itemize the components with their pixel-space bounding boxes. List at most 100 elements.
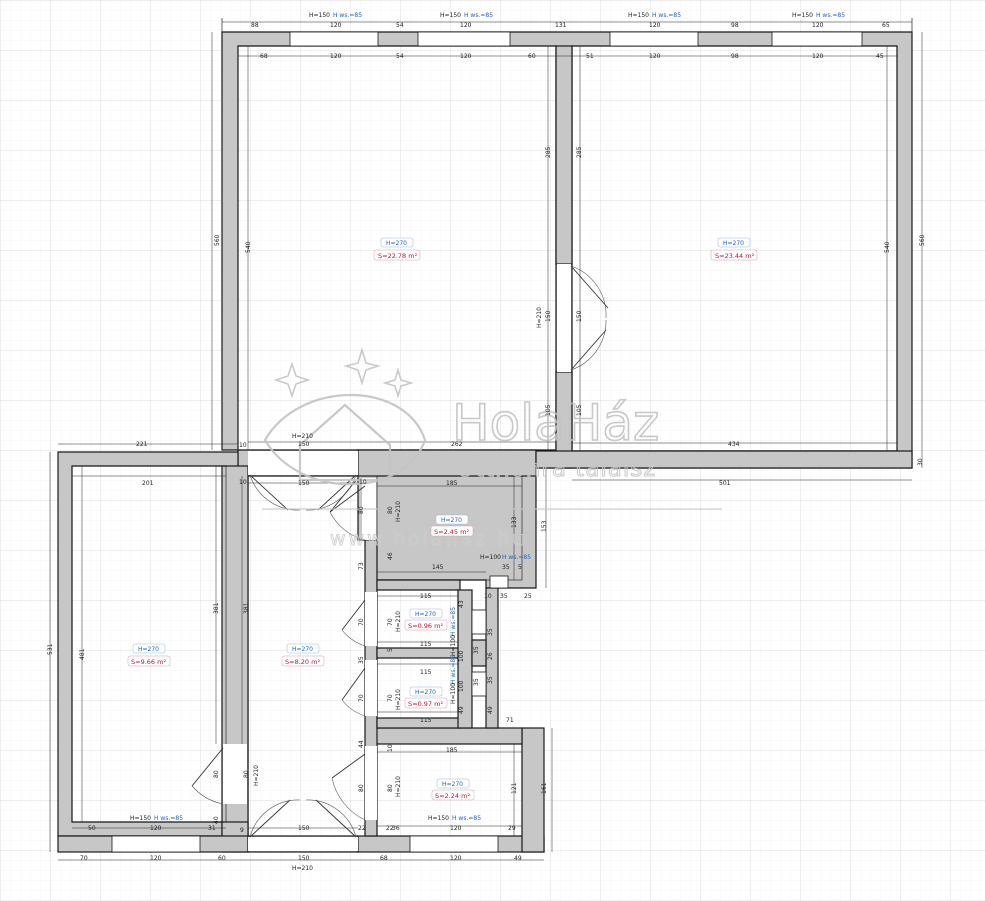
svg-text:80: 80 — [387, 784, 394, 792]
svg-text:30: 30 — [917, 458, 924, 466]
svg-text:131: 131 — [555, 22, 567, 29]
svg-text:70: 70 — [358, 694, 365, 702]
svg-text:120: 120 — [812, 22, 824, 29]
window-top-1 — [289, 31, 379, 47]
svg-text:31: 31 — [208, 825, 216, 832]
svg-text:50: 50 — [88, 825, 96, 832]
window-7-sill: H ws.=85 — [502, 554, 531, 561]
svg-text:133: 133 — [511, 516, 518, 528]
room-labels: H=270 S=22.78 m² H=270 S=23.44 m² H=270 … — [127, 237, 758, 801]
svg-text:120: 120 — [450, 825, 462, 832]
svg-text:35: 35 — [502, 564, 510, 571]
svg-text:100: 100 — [458, 680, 465, 692]
svg-text:22: 22 — [358, 825, 366, 832]
svg-text:54: 54 — [396, 22, 404, 29]
svg-text:120: 120 — [460, 53, 472, 60]
windows — [111, 31, 863, 853]
svg-text:80: 80 — [358, 784, 365, 792]
svg-text:43: 43 — [458, 600, 465, 608]
svg-text:185: 185 — [446, 747, 458, 754]
watermark-tagline: Otthonra találsz — [456, 456, 656, 482]
door-entrance — [248, 837, 358, 851]
svg-text:65: 65 — [882, 22, 890, 29]
watermark-star-icon — [273, 347, 414, 399]
partition-wall-upper — [555, 45, 573, 265]
room-6-area: S=0.96 m² — [408, 622, 443, 630]
svg-text:560: 560 — [214, 234, 221, 246]
window-5-sill: H ws.=85 — [154, 815, 183, 822]
svg-text:26: 26 — [487, 652, 494, 660]
svg-text:150: 150 — [298, 855, 310, 862]
svg-text:73: 73 — [358, 562, 365, 570]
room6-top-wall — [376, 579, 461, 591]
svg-text:5: 5 — [387, 648, 394, 652]
svg-text:10: 10 — [359, 479, 367, 486]
svg-text:150: 150 — [298, 825, 310, 832]
svg-text:540: 540 — [884, 241, 891, 253]
room-6-height: H=270 — [415, 611, 436, 618]
svg-text:150: 150 — [545, 310, 552, 322]
room-4-height: H=270 — [292, 646, 313, 653]
svg-text:115: 115 — [420, 717, 432, 724]
window-small-2 — [471, 609, 487, 635]
svg-text:105: 105 — [545, 404, 552, 416]
svg-text:98: 98 — [731, 53, 739, 60]
window-small-3 — [471, 671, 487, 697]
window-top-3 — [609, 31, 699, 47]
svg-text:221: 221 — [136, 441, 148, 448]
room-7-height: H=270 — [415, 689, 436, 696]
window-8-sill: H ws.=85 — [450, 607, 457, 636]
window-8-height: H=100 — [450, 635, 457, 656]
room-3-height: H=270 — [138, 646, 159, 653]
door-room1-hall — [248, 451, 358, 475]
door-room7 — [365, 660, 377, 716]
svg-text:46: 46 — [387, 552, 394, 560]
doors — [191, 264, 609, 851]
svg-text:49: 49 — [487, 706, 494, 714]
svg-text:35: 35 — [358, 656, 365, 664]
svg-text:115: 115 — [420, 593, 432, 600]
watermark-logo-icon — [263, 393, 427, 486]
svg-text:22: 22 — [386, 825, 394, 832]
svg-text:80: 80 — [243, 770, 250, 778]
svg-text:70: 70 — [80, 855, 88, 862]
door-room8 — [365, 746, 377, 820]
svg-text:185: 185 — [446, 480, 458, 487]
svg-text:60: 60 — [218, 855, 226, 862]
svg-text:150: 150 — [576, 310, 583, 322]
svg-text:45: 45 — [876, 53, 884, 60]
window-9-sill: H ws.=85 — [450, 655, 457, 684]
window-2-height: H=150 — [440, 12, 461, 19]
svg-text:25: 25 — [524, 593, 532, 600]
svg-text:161: 161 — [541, 782, 548, 794]
svg-text:35: 35 — [473, 646, 480, 654]
svg-text:29: 29 — [508, 825, 516, 832]
svg-text:49: 49 — [514, 855, 522, 862]
svg-text:120: 120 — [460, 22, 472, 29]
window-6-height: H=150 — [428, 815, 449, 822]
svg-text:150: 150 — [298, 441, 310, 448]
svg-text:36: 36 — [392, 825, 400, 832]
door-label-5: H=210 — [395, 689, 402, 710]
toilet-col-wall — [471, 639, 487, 667]
window-1-height: H=150 — [309, 12, 330, 19]
svg-text:49: 49 — [458, 706, 465, 714]
svg-text:120: 120 — [812, 53, 824, 60]
room7-bottom-wall — [376, 717, 461, 729]
door-labels: H=210 H=210 H=210 H=210 H=210 H=210 H=21… — [253, 307, 543, 872]
door-rooms-between — [557, 264, 571, 372]
window-1-sill: H ws.=85 — [333, 12, 362, 19]
watermark: HolaHáz Otthonra találsz www.holahaz.hu — [262, 347, 722, 550]
window-6-sill: H ws.=85 — [452, 815, 481, 822]
dimension-texts: 88 120 54 120 131 120 98 120 65 68 120 5… — [47, 22, 926, 862]
svg-text:10: 10 — [484, 593, 492, 600]
svg-text:80: 80 — [387, 506, 394, 514]
svg-text:540: 540 — [245, 241, 252, 253]
window-2-sill: H ws.=85 — [464, 12, 493, 19]
svg-text:10: 10 — [239, 479, 247, 486]
room-2-area: S=23.44 m² — [715, 252, 755, 260]
svg-text:71: 71 — [506, 717, 514, 724]
door-label-6: H=210 — [395, 776, 402, 797]
svg-text:54: 54 — [396, 53, 404, 60]
svg-text:381: 381 — [213, 602, 220, 614]
